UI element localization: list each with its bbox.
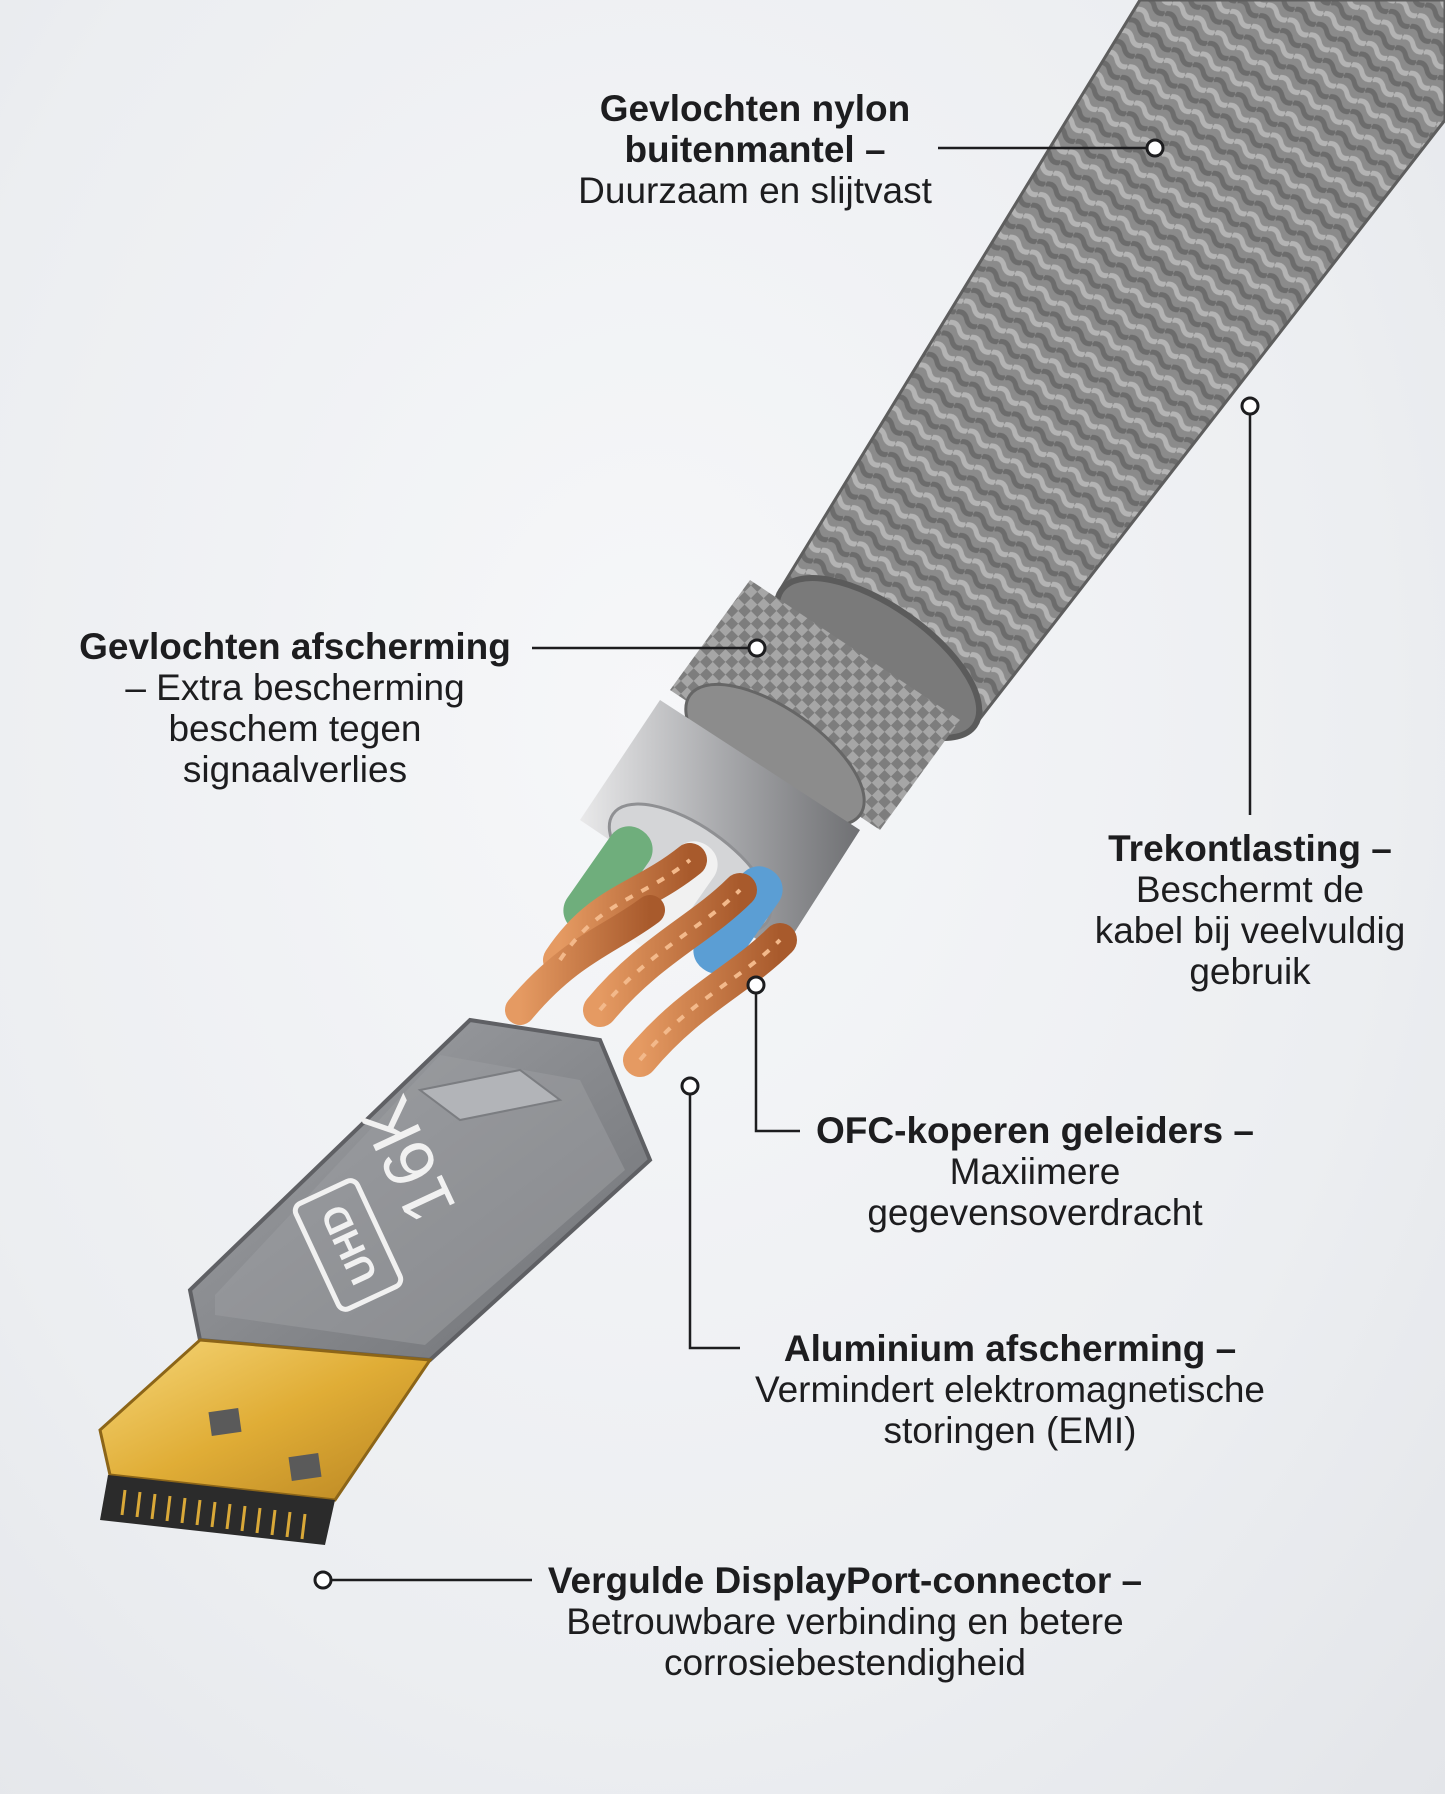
callout-aluminium-desc-1: Vermindert elektromagnetische — [754, 1369, 1266, 1410]
callout-aluminium-title-1: Aluminium afscherming – — [783, 1328, 1237, 1369]
callout-connector: Vergulde DisplayPort-connector – Betrouw… — [520, 1560, 1170, 1683]
dot-ofc — [746, 975, 766, 995]
braided-shield — [670, 580, 960, 830]
callout-aluminium-desc-2: storingen (EMI) — [883, 1410, 1137, 1451]
callout-shield: Gevlochten afscherming – Extra beschermi… — [40, 626, 550, 790]
callout-strain-desc-3: gebruik — [1189, 951, 1311, 992]
callout-shield-desc-1: – Extra bescherming — [125, 667, 465, 708]
callout-connector-desc-1: Betrouwbare verbinding en betere — [566, 1601, 1124, 1642]
callout-strain-desc-1: Beschermt de — [1135, 869, 1365, 910]
callout-connector-desc-2: corrosiebestendigheid — [663, 1642, 1026, 1683]
copper-conductors — [505, 843, 797, 1077]
dot-aluminium — [680, 1076, 700, 1096]
callout-ofc-desc-2: gegevensoverdracht — [867, 1192, 1203, 1233]
callout-connector-title-1: Vergulde DisplayPort-connector – — [547, 1560, 1143, 1601]
callout-jacket: Gevlochten nylon buitenmantel – Duurzaam… — [500, 88, 1010, 211]
callout-strain-desc-2: kabel bij veelvuldig — [1094, 910, 1406, 951]
callout-strain: Trekontlasting – Beschermt de kabel bij … — [1060, 828, 1440, 992]
dot-strain — [1240, 396, 1260, 416]
callout-shield-desc-2: beschem tegen — [168, 708, 422, 749]
dot-shield — [747, 638, 767, 658]
leader-lines — [323, 146, 1252, 1582]
callout-aluminium: Aluminium afscherming – Vermindert elekt… — [700, 1328, 1320, 1451]
leader-aluminium — [688, 1086, 740, 1350]
callout-jacket-title-1: Gevlochten nylon — [599, 88, 911, 129]
callout-strain-title-1: Trekontlasting – — [1108, 828, 1392, 869]
leader-dots — [313, 138, 1260, 1590]
dot-connector — [313, 1570, 333, 1590]
leader-ofc — [754, 985, 800, 1133]
callout-shield-title-1: Gevlochten afscherming — [79, 626, 511, 667]
callout-ofc: OFC-koperen geleiders – Maxiimere gegeve… — [785, 1110, 1285, 1233]
callout-jacket-title-2: buitenmantel – — [624, 129, 886, 170]
callout-shield-desc-3: signaalverlies — [182, 749, 408, 790]
plug-pins — [120, 1489, 307, 1540]
callout-ofc-desc-1: Maxiimere — [949, 1151, 1121, 1192]
gold-plug — [98, 1338, 433, 1545]
dot-jacket — [1145, 138, 1165, 158]
callout-ofc-title-1: OFC-koperen geleiders – — [816, 1110, 1254, 1151]
uhd-badge — [292, 1178, 404, 1312]
nylon-jacket — [773, 0, 1445, 741]
callout-jacket-desc-1: Duurzaam en slijtvast — [578, 170, 932, 211]
